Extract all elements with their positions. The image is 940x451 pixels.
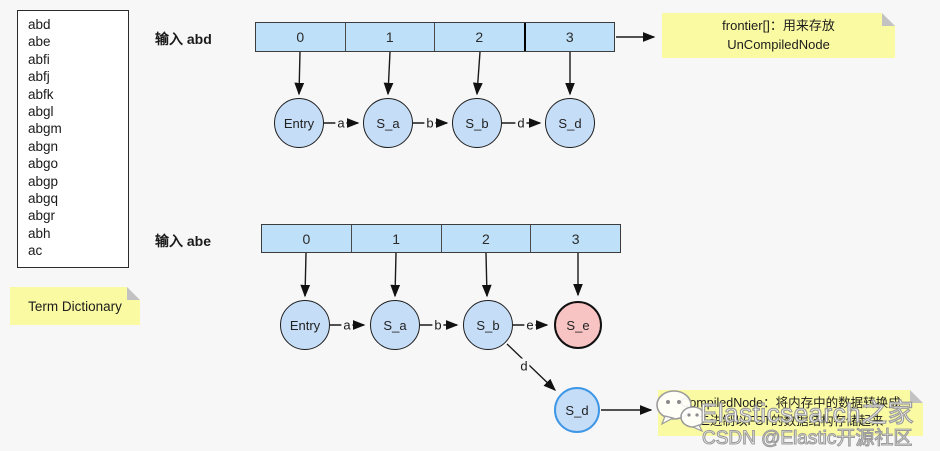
term-dictionary-label: Term Dictionary bbox=[28, 298, 122, 314]
node-entry-abd: Entry bbox=[274, 98, 324, 148]
edge-label-a: a bbox=[335, 115, 347, 131]
node-s-e-abe: S_e bbox=[554, 301, 602, 349]
edge-label-d: d bbox=[518, 358, 530, 374]
compiled-node-note: CompiledNode：将内存中的数据转换成 二进制以FST的数据结构存储起来 bbox=[658, 390, 923, 436]
edge-label-e: e bbox=[524, 317, 536, 333]
term-item: abgm bbox=[28, 121, 62, 137]
term-item: abgo bbox=[28, 156, 59, 172]
term-item: abgp bbox=[28, 173, 59, 189]
frontier-array-abd: 0 1 2 3 bbox=[255, 22, 615, 52]
edge-label-b: b bbox=[424, 115, 436, 131]
term-item: ac bbox=[28, 243, 43, 259]
node-s-a-abd: S_a bbox=[363, 98, 413, 148]
frontier-note-line1: frontier[]：用来存放 bbox=[722, 18, 835, 33]
edge-label-a: a bbox=[341, 317, 353, 333]
compiled-note-line1: CompiledNode：将内存中的数据转换成 bbox=[680, 396, 901, 410]
array-cell: 2 bbox=[434, 23, 524, 51]
term-item: abfi bbox=[28, 51, 50, 67]
term-item: abgq bbox=[28, 191, 59, 207]
node-s-d-abd: S_d bbox=[545, 98, 595, 148]
term-item: abgr bbox=[28, 208, 56, 224]
term-item: abgn bbox=[28, 138, 59, 154]
term-item: abfk bbox=[28, 86, 54, 102]
array-cell: 0 bbox=[296, 29, 305, 45]
edge-label-d: d bbox=[515, 115, 527, 131]
node-s-a-abe: S_a bbox=[370, 300, 420, 350]
term-item: abgl bbox=[28, 104, 54, 120]
frontier-array-abe: 0 1 2 3 bbox=[261, 224, 621, 253]
node-s-b-abe: S_b bbox=[463, 300, 513, 350]
term-item: abe bbox=[28, 34, 51, 50]
array-cell: 1 bbox=[344, 23, 435, 51]
term-item: abfj bbox=[28, 69, 50, 85]
node-s-d-compiled: S_d bbox=[554, 387, 600, 433]
array-cell: 1 bbox=[350, 225, 441, 252]
array-cell: 3 bbox=[523, 23, 615, 51]
term-item: abh bbox=[28, 225, 51, 241]
frontier-note-line2: UnCompiledNode bbox=[727, 37, 830, 52]
term-item: abd bbox=[28, 17, 51, 32]
node-s-b-abd: S_b bbox=[452, 98, 502, 148]
edge-label-b: b bbox=[432, 317, 444, 333]
frontier-note: frontier[]：用来存放 UnCompiledNode bbox=[662, 13, 895, 58]
input-label-abd: 输入 abd bbox=[155, 31, 212, 47]
node-entry-abe: Entry bbox=[280, 300, 330, 350]
array-cell: 3 bbox=[530, 225, 620, 252]
term-dictionary-box: abd abe abfi abfj abfk abgl abgm abgn ab… bbox=[17, 10, 129, 268]
term-dictionary-note: Term Dictionary bbox=[10, 287, 140, 325]
compiled-note-line2: 二进制以FST的数据结构存储起来 bbox=[697, 414, 884, 428]
array-cell: 0 bbox=[302, 230, 311, 247]
input-label-abe: 输入 abe bbox=[155, 233, 212, 249]
array-cell: 2 bbox=[440, 225, 531, 252]
